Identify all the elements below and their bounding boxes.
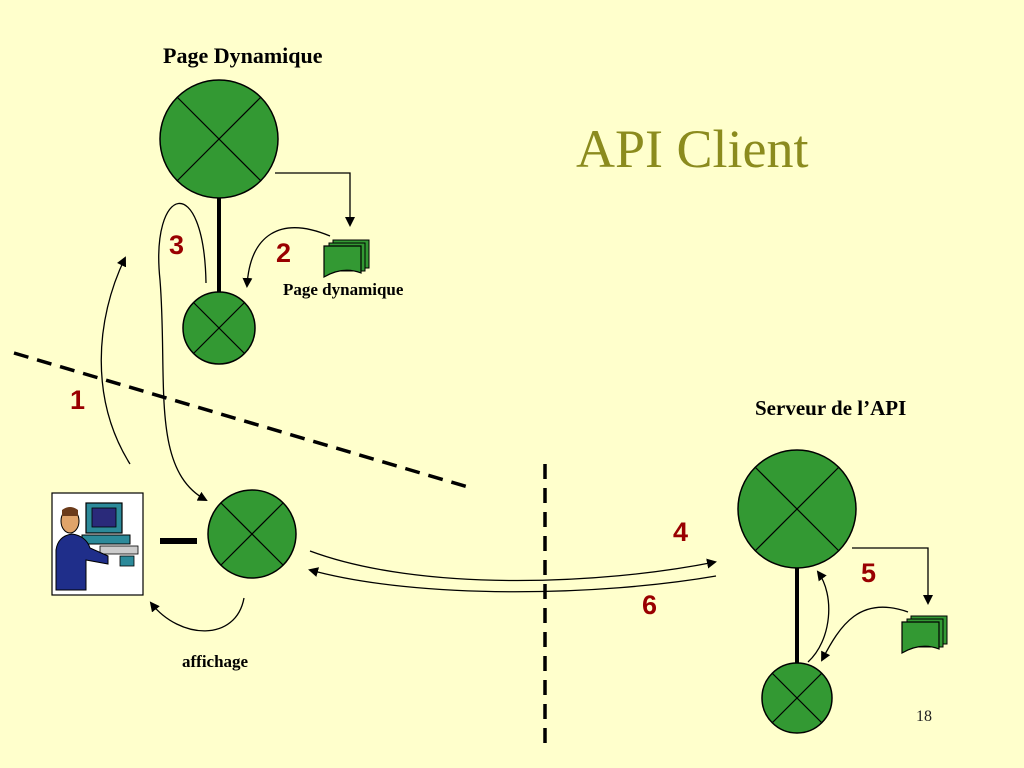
arrow-affichage [149, 597, 245, 632]
slide-title: API Client [576, 119, 809, 179]
web-server-node [159, 79, 279, 199]
arrow-5-doc-to-script [821, 606, 909, 662]
api-server-label: Serveur de l’API [755, 396, 907, 420]
arrow-4-request-api [309, 550, 717, 582]
arrow-3-to-browser [158, 202, 208, 501]
arrow-1-request [100, 256, 131, 465]
step-number-5: 5 [861, 558, 877, 588]
user-computer-icon [51, 492, 144, 596]
browser-node [207, 489, 297, 579]
step-number-4: 4 [673, 517, 689, 547]
page-dynamique-doc-label: Page dynamique [283, 280, 404, 299]
arrow-2-doc-to-script [242, 227, 331, 288]
document-stack-icon-api [901, 615, 948, 655]
arrow-server-to-doc [275, 172, 355, 227]
affichage-label: affichage [182, 652, 249, 671]
dashed-separator-diagonal [13, 351, 469, 489]
api-script-node [761, 662, 833, 734]
arrow-api-script-to-server [807, 570, 830, 663]
document-stack-icon [323, 239, 370, 279]
step-number-1: 1 [70, 385, 86, 415]
step-number-2: 2 [276, 238, 292, 268]
api-server-node [737, 449, 857, 569]
arrow-api-server-to-doc [852, 547, 933, 605]
page-dynamique-title-label: Page Dynamique [163, 43, 323, 68]
step-number-6: 6 [642, 590, 658, 620]
page-number: 18 [916, 708, 932, 725]
script-node [182, 291, 256, 365]
arrow-6-response [308, 567, 717, 593]
step-number-3: 3 [169, 230, 185, 260]
